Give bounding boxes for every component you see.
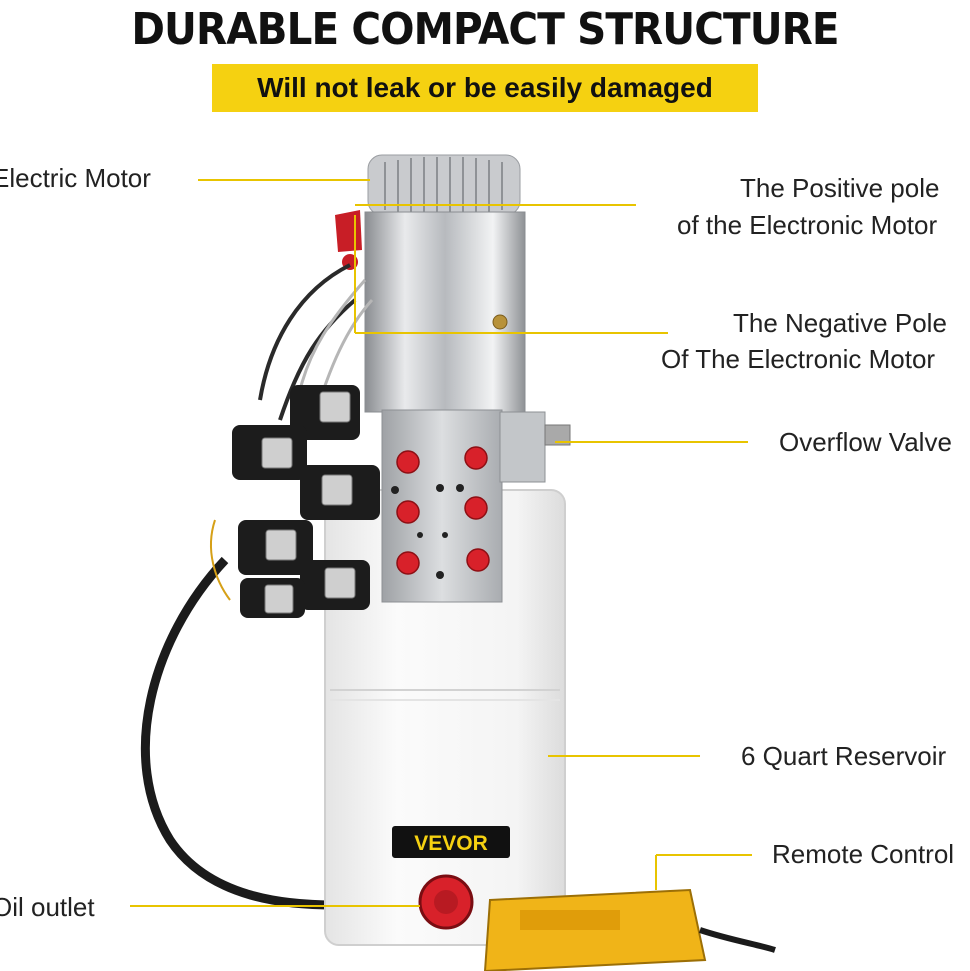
label-positive-pole-line1: The Positive pole [740, 173, 940, 203]
label-oil-outlet: Oil outlet [0, 892, 95, 922]
leader-lines [130, 179, 752, 907]
motor-body [364, 211, 526, 413]
label-negative-pole-line2: Of The Electronic Motor [661, 344, 936, 374]
label-positive-pole-line2: of the Electronic Motor [677, 210, 938, 240]
brand-text: VEVOR [414, 832, 488, 855]
page-title: DURABLE COMPACT STRUCTURE [131, 4, 839, 55]
motor-bolt [492, 314, 508, 330]
positive-terminal [335, 210, 362, 252]
subtitle-banner: Will not leak or be easily damaged [212, 64, 758, 112]
label-negative-pole-line1: The Negative Pole [733, 308, 947, 338]
solenoid-coils [232, 385, 380, 618]
hose [140, 556, 336, 910]
label-overflow-valve: Overflow Valve [779, 427, 952, 457]
red-plugs [396, 446, 490, 575]
label-remote-control: Remote Control [772, 839, 955, 869]
overflow-valve-fitting [544, 424, 571, 446]
brand-badge [392, 826, 510, 858]
subtitle-text: Will not leak or be easily damaged [257, 72, 713, 103]
label-reservoir: 6 Quart Reservoir [741, 741, 947, 771]
label-electric-motor: Electric Motor [0, 163, 151, 193]
remote-control [483, 888, 776, 971]
